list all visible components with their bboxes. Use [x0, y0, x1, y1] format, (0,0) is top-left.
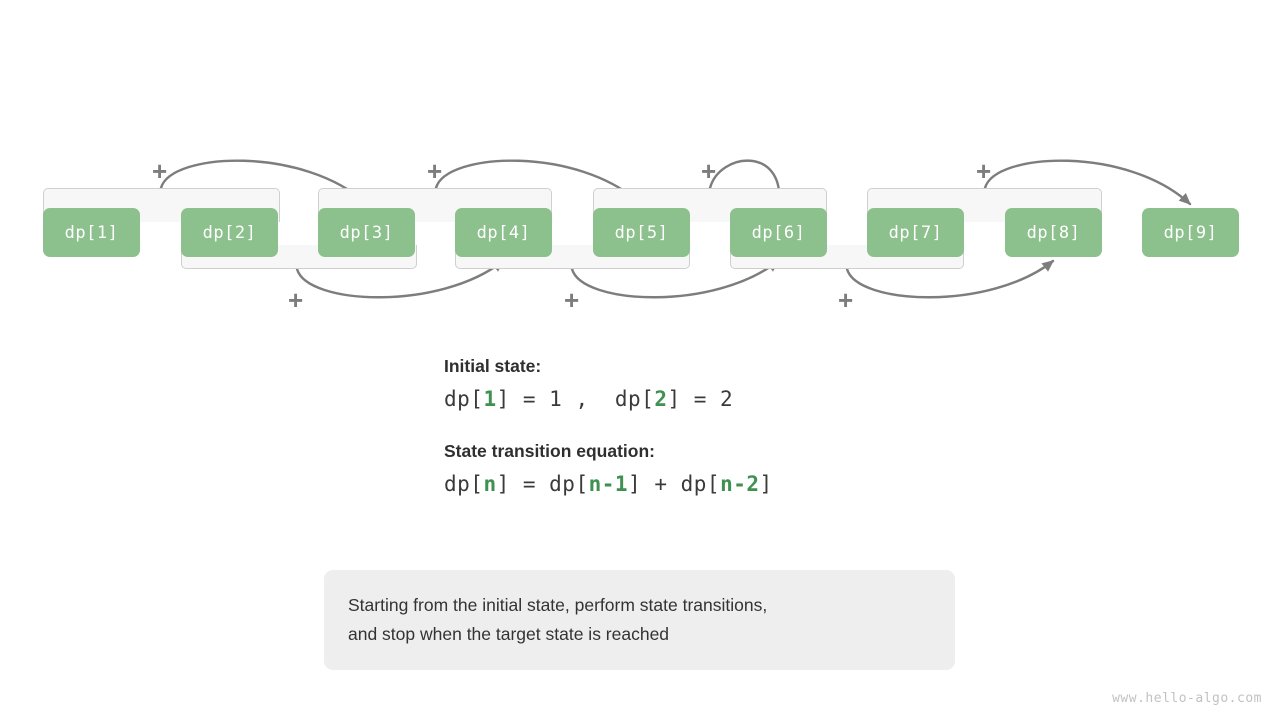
plus-operator-5: +	[288, 285, 304, 315]
dp-cell-1[interactable]: dp[1]	[43, 208, 140, 257]
transition-arrow-bottom-2	[570, 259, 780, 299]
note-line-1: Starting from the initial state, perform…	[348, 595, 768, 616]
plus-operator-6: +	[564, 285, 580, 315]
transition-heading: State transition equation:	[444, 441, 655, 461]
plus-operator-7: +	[838, 285, 854, 315]
equations-block: Initial state: dp[1] = 1 , dp[2] = 2 Sta…	[444, 356, 1084, 526]
dp-cell-2[interactable]: dp[2]	[181, 208, 278, 257]
dp-array-diagram: dp[1] dp[2] dp[3] dp[4] dp[5] dp[6] dp[7] dp[8]…	[0, 0, 1280, 340]
initial-state-formula: dp[1] = 1 , dp[2] = 2	[444, 387, 1084, 411]
formula-index-3: n-1	[588, 472, 629, 496]
formula-text-4: ] + dp[	[628, 472, 721, 496]
transition-arrow-top-2	[434, 159, 643, 206]
formula-index-3: 2	[654, 387, 668, 411]
formula-text-0: dp[	[444, 472, 484, 496]
dp-cell-8[interactable]: dp[8]	[1005, 208, 1102, 257]
formula-text-4: ] = 2	[667, 387, 734, 411]
transition-formula: dp[n] = dp[n-1] + dp[n-2]	[444, 472, 1084, 496]
explanation-note: Starting from the initial state, perform…	[324, 570, 955, 670]
dp-cell-7[interactable]: dp[7]	[867, 208, 964, 257]
formula-index-1: 1	[483, 387, 497, 411]
formula-text-2: ] = 1 , dp[	[496, 387, 655, 411]
plus-operator-1: +	[152, 156, 168, 186]
note-line-2: and stop when the target state is reache…	[348, 624, 670, 644]
initial-state-heading: Initial state:	[444, 356, 542, 376]
dp-cell-3[interactable]: dp[3]	[318, 208, 415, 257]
explanation-note-text: Starting from the initial state, perform…	[348, 591, 767, 649]
transition-arrow-bottom-1	[295, 259, 505, 299]
plus-operator-2: +	[427, 156, 443, 186]
formula-text-0: dp[	[444, 387, 484, 411]
formula-text-2: ] = dp[	[496, 472, 589, 496]
formula-text-6: ]	[759, 472, 773, 496]
plus-operator-4: +	[976, 156, 992, 186]
transition-arrow-top-1	[159, 159, 369, 206]
site-watermark: www.hello-algo.com	[1112, 691, 1262, 706]
dp-cell-6[interactable]: dp[6]	[730, 208, 827, 257]
transition-arrow-layer	[159, 159, 1192, 299]
transition-arrow-top-4	[983, 159, 1192, 206]
formula-index-5: n-2	[720, 472, 760, 496]
formula-index-1: n	[483, 472, 497, 496]
transition-arrow-top-3	[708, 159, 786, 206]
dp-cell-4[interactable]: dp[4]	[455, 208, 552, 257]
plus-operator-3: +	[701, 156, 717, 186]
dp-cell-5[interactable]: dp[5]	[593, 208, 690, 257]
dp-cell-9[interactable]: dp[9]	[1142, 208, 1239, 257]
transition-arrow-bottom-3	[845, 259, 1055, 299]
